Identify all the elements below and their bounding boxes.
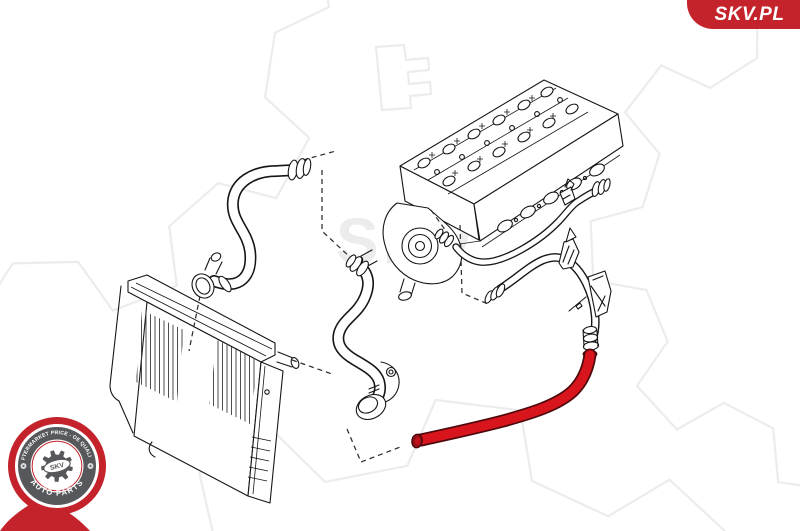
heater-return-pipe [434, 178, 611, 266]
brand-badge: SKV AFTERMARKET PRICE - OE QUALITY AUTO … [0, 0, 106, 531]
highlighted-coolant-hose [411, 348, 598, 449]
upper-radiator-hose [191, 158, 312, 299]
badge-center-label: SKV [49, 462, 65, 472]
svg-text:AFTERMARKET PRICE - OE QUALITY: AFTERMARKET PRICE - OE QUALITY [0, 0, 93, 461]
brand-banner: SKV.PL [687, 0, 800, 29]
brand-banner-label: SKV.PL [714, 4, 785, 25]
middle-coolant-hose [332, 254, 400, 421]
engine-cylinder-head [354, 79, 624, 301]
radiator [109, 274, 300, 504]
badge-arc-top-label: AFTERMARKET PRICE - OE QUALITY [0, 0, 92, 461]
assembly-guide-lines [188, 150, 489, 463]
bracketed-hose-assembly [484, 227, 612, 351]
